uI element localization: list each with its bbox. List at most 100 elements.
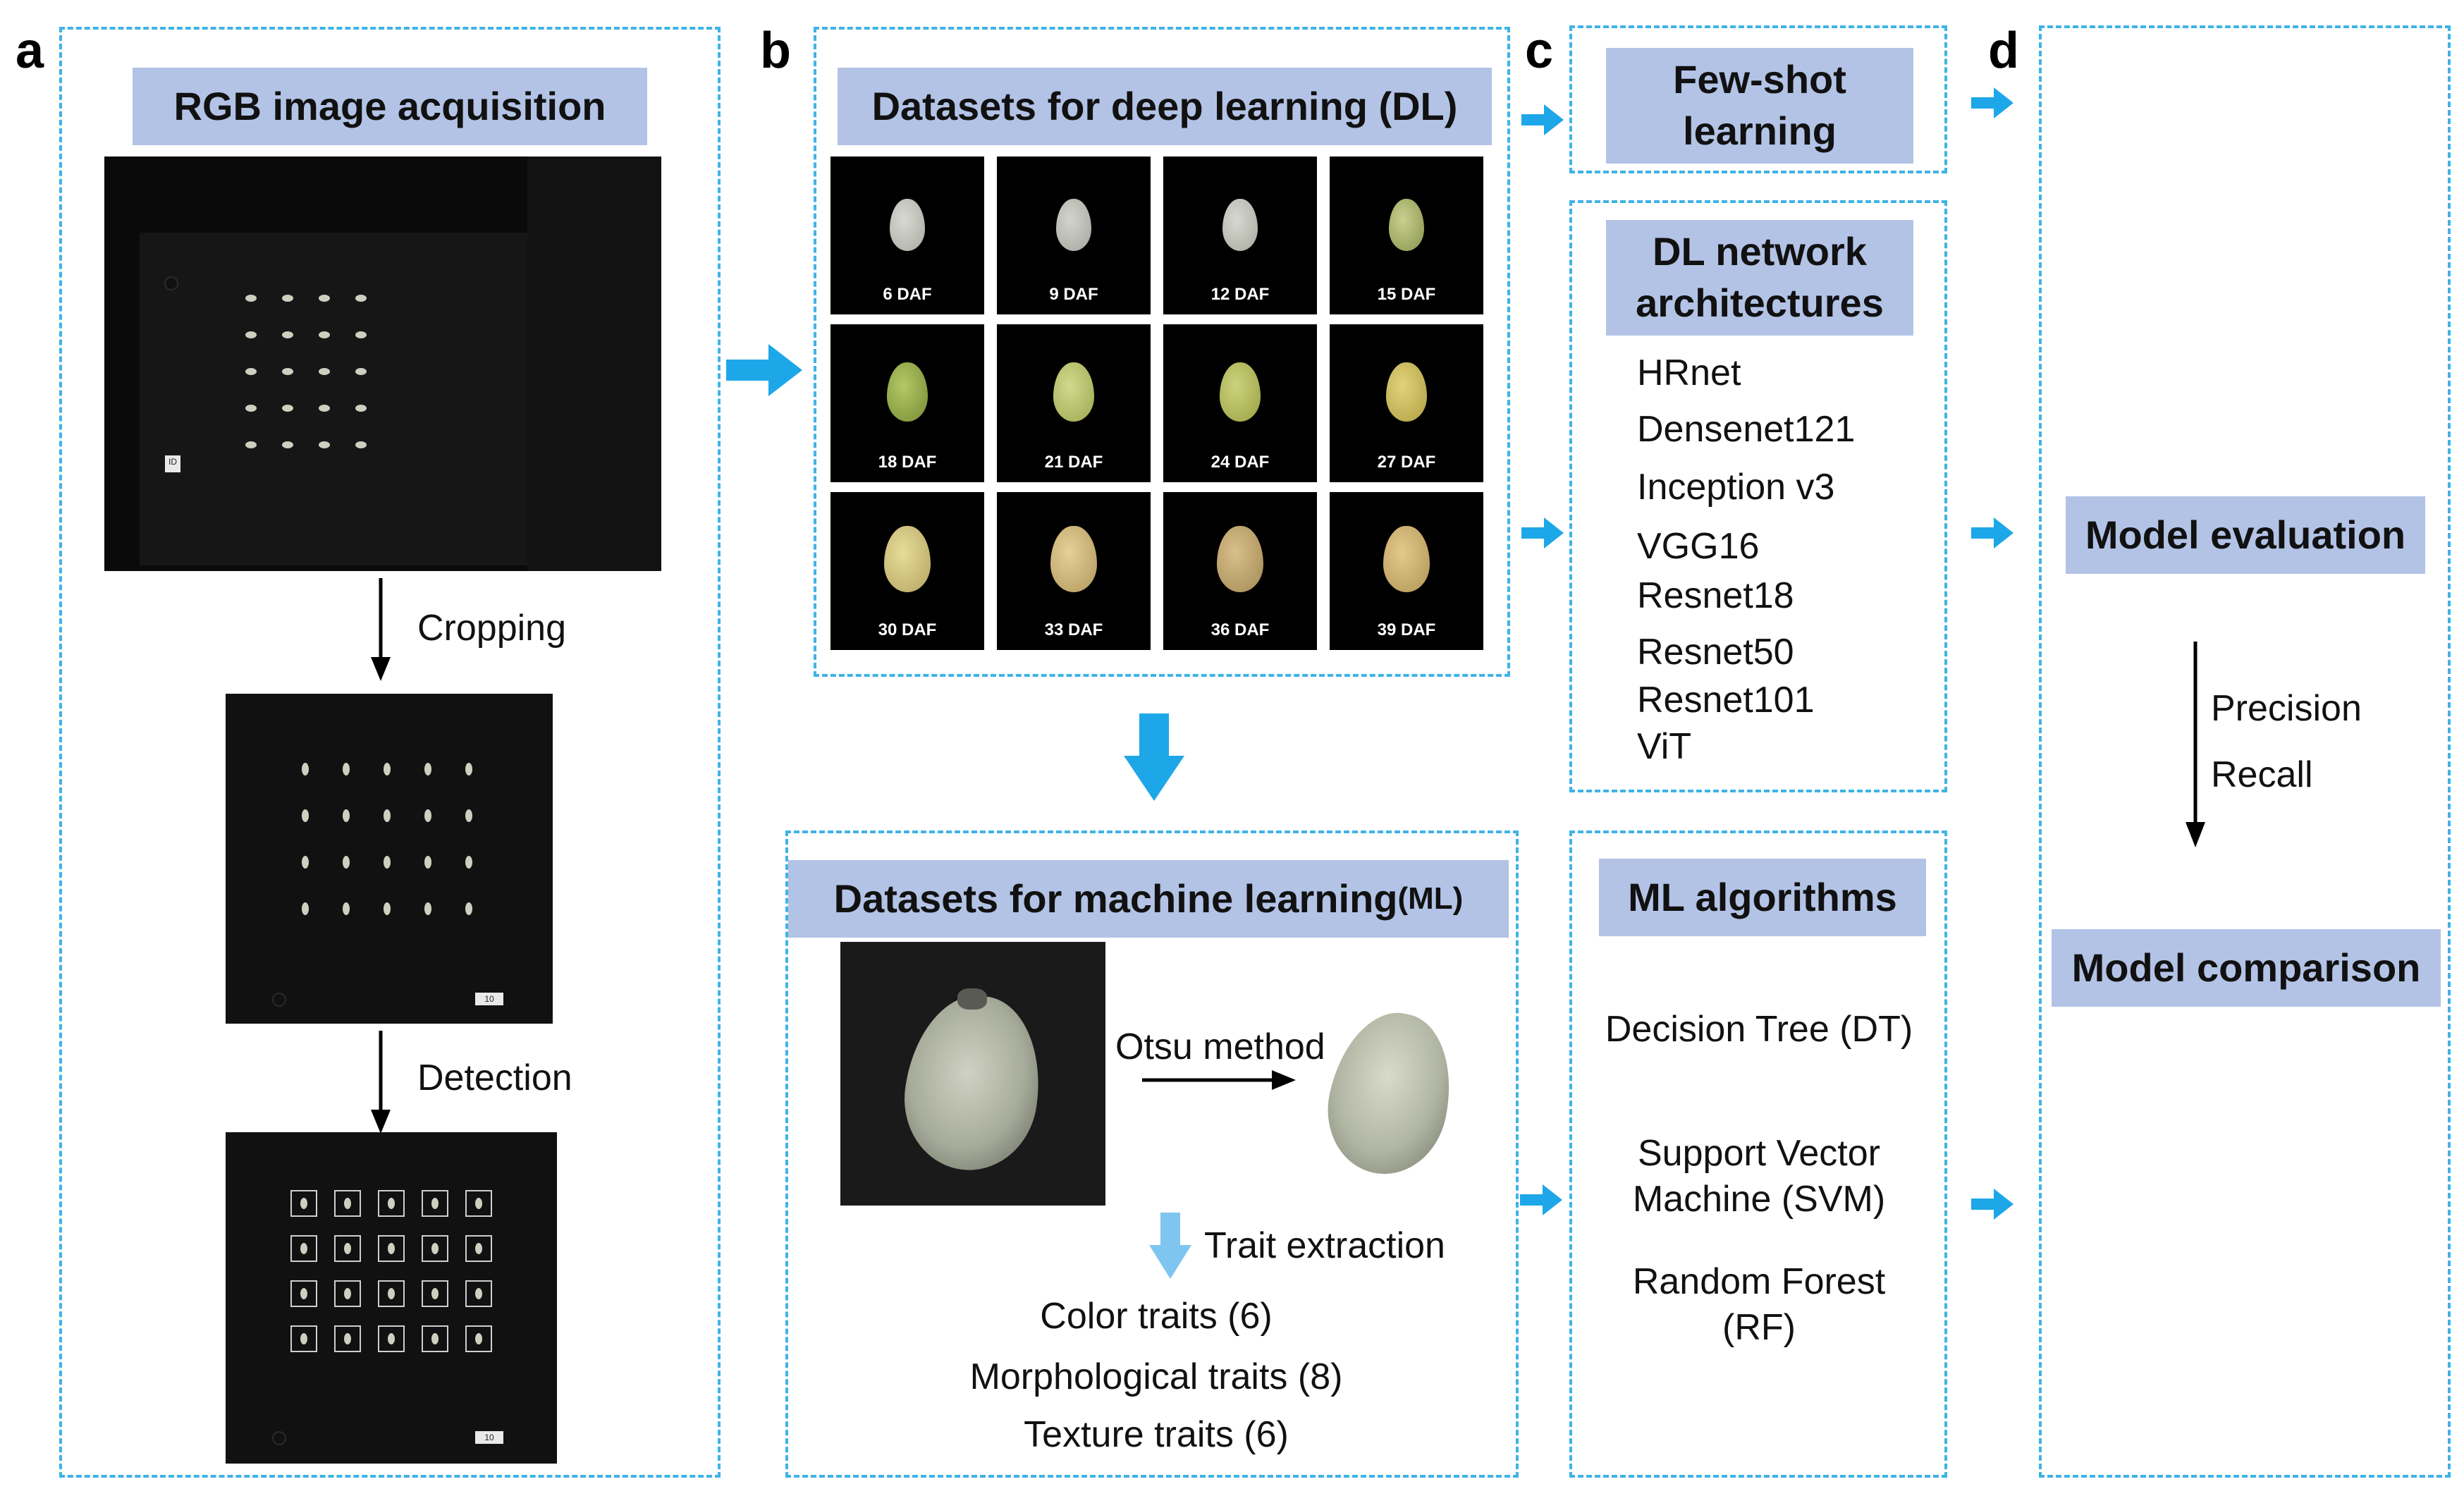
network-item: Resnet18 xyxy=(1637,575,1794,616)
detection-box xyxy=(290,1325,317,1352)
metric-precision: Precision xyxy=(2211,688,2362,729)
seed xyxy=(355,405,367,412)
seed xyxy=(282,441,293,448)
trait-morphological: Morphological traits (8) xyxy=(969,1356,1343,1397)
detection-box xyxy=(290,1235,317,1262)
trait-texture: Texture traits (6) xyxy=(1024,1414,1289,1455)
seed xyxy=(343,902,350,915)
otsu-arrow xyxy=(1142,1070,1296,1090)
cropped-photo: 10 xyxy=(226,694,553,1024)
metric-recall: Recall xyxy=(2211,754,2313,795)
seed xyxy=(384,809,391,822)
daf-image-cell: 9 DAF xyxy=(997,157,1151,314)
daf-label: 33 DAF xyxy=(1044,620,1103,639)
daf-label: 15 DAF xyxy=(1377,285,1436,304)
model-evaluation-header: Model evaluation xyxy=(2066,496,2425,574)
panel-a-frame xyxy=(59,27,721,1478)
seed xyxy=(302,856,309,869)
fewshot-to-d-arrow xyxy=(1971,87,2014,118)
daf-image-cell: 18 DAF xyxy=(830,324,984,482)
ml-datasets-header: Datasets for machine learning (ML) xyxy=(788,860,1509,938)
seed xyxy=(424,809,431,822)
ml-algorithms-frame xyxy=(1569,830,1947,1478)
seed xyxy=(355,441,367,448)
dl-to-fewshot-arrow xyxy=(1521,104,1564,135)
detection-box xyxy=(334,1325,361,1352)
daf-label: 18 DAF xyxy=(878,453,937,472)
kernel-image xyxy=(1383,526,1430,592)
seed xyxy=(343,856,350,869)
detection-box xyxy=(334,1280,361,1307)
kernel-image xyxy=(1050,526,1097,592)
seed xyxy=(384,763,391,775)
detection-label: Detection xyxy=(417,1057,572,1098)
daf-label: 21 DAF xyxy=(1044,453,1103,472)
seed xyxy=(424,763,431,775)
detection-box xyxy=(465,1190,492,1217)
seed xyxy=(319,295,330,302)
daf-label: 39 DAF xyxy=(1377,620,1436,639)
detection-box xyxy=(334,1190,361,1217)
seed xyxy=(384,902,391,915)
cropping-arrow xyxy=(371,578,391,681)
detection-box xyxy=(290,1190,317,1217)
seed xyxy=(465,809,472,822)
seed xyxy=(465,856,472,869)
daf-image-cell: 6 DAF xyxy=(830,157,984,314)
seed xyxy=(424,856,431,869)
detection-box xyxy=(378,1235,405,1262)
ml-datasets-header-main: Datasets for machine learning xyxy=(833,876,1398,921)
daf-image-cell: 12 DAF xyxy=(1163,157,1317,314)
kernel-image xyxy=(887,362,928,422)
seed xyxy=(282,295,293,302)
seed xyxy=(319,331,330,338)
detection-box xyxy=(465,1235,492,1262)
seed xyxy=(245,295,257,302)
ml-datasets-header-suffix: (ML) xyxy=(1397,881,1464,916)
panel-letter-d: d xyxy=(1988,23,2019,79)
panel-b-ml-frame xyxy=(785,830,1519,1478)
trait-extraction-arrow xyxy=(1149,1213,1191,1279)
seed xyxy=(355,295,367,302)
seed xyxy=(302,902,309,915)
seed xyxy=(319,368,330,375)
trait-extraction-label: Trait extraction xyxy=(1204,1225,1445,1266)
ml-to-algorithms-arrow xyxy=(1520,1184,1562,1215)
seed xyxy=(319,405,330,412)
daf-image-cell: 39 DAF xyxy=(1330,492,1483,650)
daf-label: 24 DAF xyxy=(1210,453,1270,472)
detection-box xyxy=(422,1190,448,1217)
algorithm-dt: Decision Tree (DT) xyxy=(1605,1009,1913,1050)
seed xyxy=(245,368,257,375)
panel-letter-b: b xyxy=(760,23,791,79)
seed xyxy=(302,763,309,775)
seed xyxy=(245,331,257,338)
kernel-original-photo xyxy=(840,942,1105,1206)
a-to-b-arrow xyxy=(726,344,802,396)
seed xyxy=(465,763,472,775)
daf-label: 12 DAF xyxy=(1210,285,1270,304)
panel-b-dl-frame xyxy=(814,27,1510,677)
detection-box xyxy=(334,1235,361,1262)
kernel-image xyxy=(1386,362,1427,422)
seed xyxy=(424,902,431,915)
daf-image-cell: 36 DAF xyxy=(1163,492,1317,650)
daf-image-cell: 21 DAF xyxy=(997,324,1151,482)
kernel-image xyxy=(1389,199,1424,251)
trait-color: Color traits (6) xyxy=(1040,1296,1273,1337)
dl-networks-frame xyxy=(1569,200,1947,792)
seed xyxy=(245,405,257,412)
seed xyxy=(319,441,330,448)
otsu-label: Otsu method xyxy=(1115,1026,1325,1067)
seed xyxy=(343,809,350,822)
seed xyxy=(465,902,472,915)
network-item: HRnet xyxy=(1637,352,1741,393)
daf-label: 30 DAF xyxy=(878,620,937,639)
network-item: Resnet101 xyxy=(1637,680,1815,721)
algorithm-rf: Random Forest (RF) xyxy=(1632,1261,1886,1348)
cropping-label: Cropping xyxy=(417,608,567,649)
detection-photo: 10 xyxy=(226,1132,557,1464)
networks-to-d-arrow xyxy=(1971,517,2014,548)
network-item: Densenet121 xyxy=(1637,409,1856,450)
algorithms-to-d-arrow xyxy=(1971,1189,2014,1220)
